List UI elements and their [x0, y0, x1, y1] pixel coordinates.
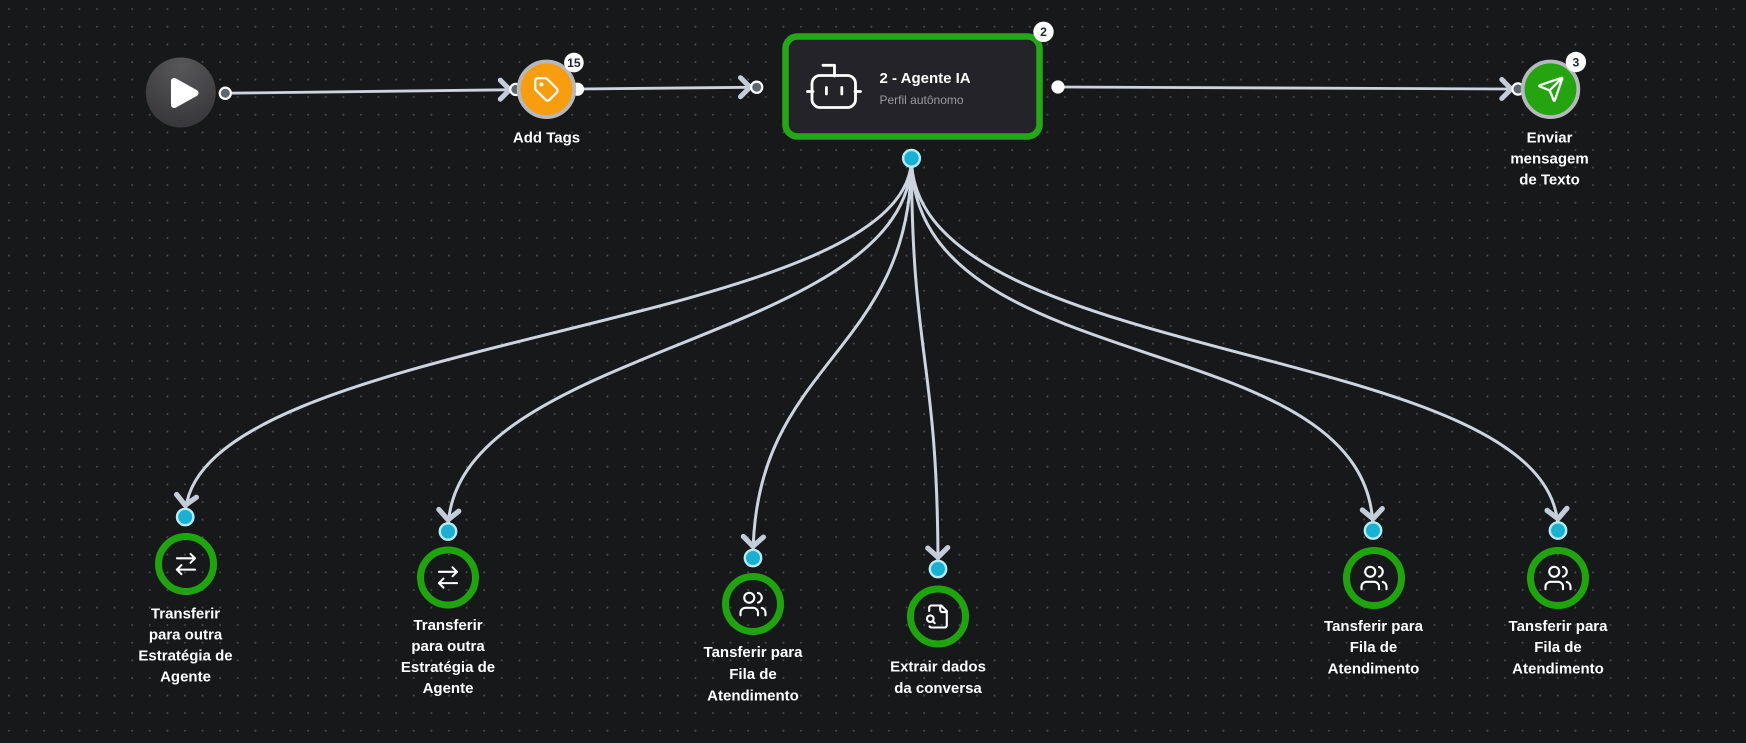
svg-text:Agente: Agente: [160, 669, 211, 686]
svg-text:da conversa: da conversa: [894, 680, 982, 697]
svg-text:15: 15: [567, 56, 581, 70]
svg-text:2 - Agente IA: 2 - Agente IA: [880, 70, 971, 87]
svg-text:Estratégia de: Estratégia de: [401, 659, 495, 676]
svg-text:2: 2: [1040, 25, 1047, 39]
svg-text:para outra: para outra: [149, 627, 223, 644]
svg-text:mensagem: mensagem: [1510, 151, 1588, 168]
svg-text:Atendimento: Atendimento: [1512, 660, 1604, 677]
svg-text:Atendimento: Atendimento: [707, 688, 799, 705]
svg-text:Transferir: Transferir: [413, 617, 482, 634]
svg-text:Estratégia de: Estratégia de: [138, 648, 232, 665]
svg-text:Tansferir para: Tansferir para: [1324, 618, 1424, 635]
svg-text:de Texto: de Texto: [1519, 172, 1580, 189]
svg-text:Transferir: Transferir: [151, 606, 220, 623]
svg-text:Agente: Agente: [423, 680, 474, 697]
svg-text:3: 3: [1573, 55, 1580, 69]
svg-text:Fila de: Fila de: [729, 666, 777, 683]
svg-text:Tansferir para: Tansferir para: [1509, 618, 1609, 635]
svg-text:Tansferir para: Tansferir para: [704, 644, 804, 661]
svg-text:para outra: para outra: [411, 638, 485, 655]
svg-text:Extrair dados: Extrair dados: [890, 659, 986, 676]
svg-text:Enviar: Enviar: [1527, 130, 1573, 147]
svg-text:Fila de: Fila de: [1350, 639, 1398, 656]
svg-text:Perfil autônomo: Perfil autônomo: [880, 93, 964, 107]
svg-text:Atendimento: Atendimento: [1328, 660, 1420, 677]
svg-text:Add Tags: Add Tags: [513, 130, 580, 147]
svg-text:Fila de: Fila de: [1534, 639, 1582, 656]
